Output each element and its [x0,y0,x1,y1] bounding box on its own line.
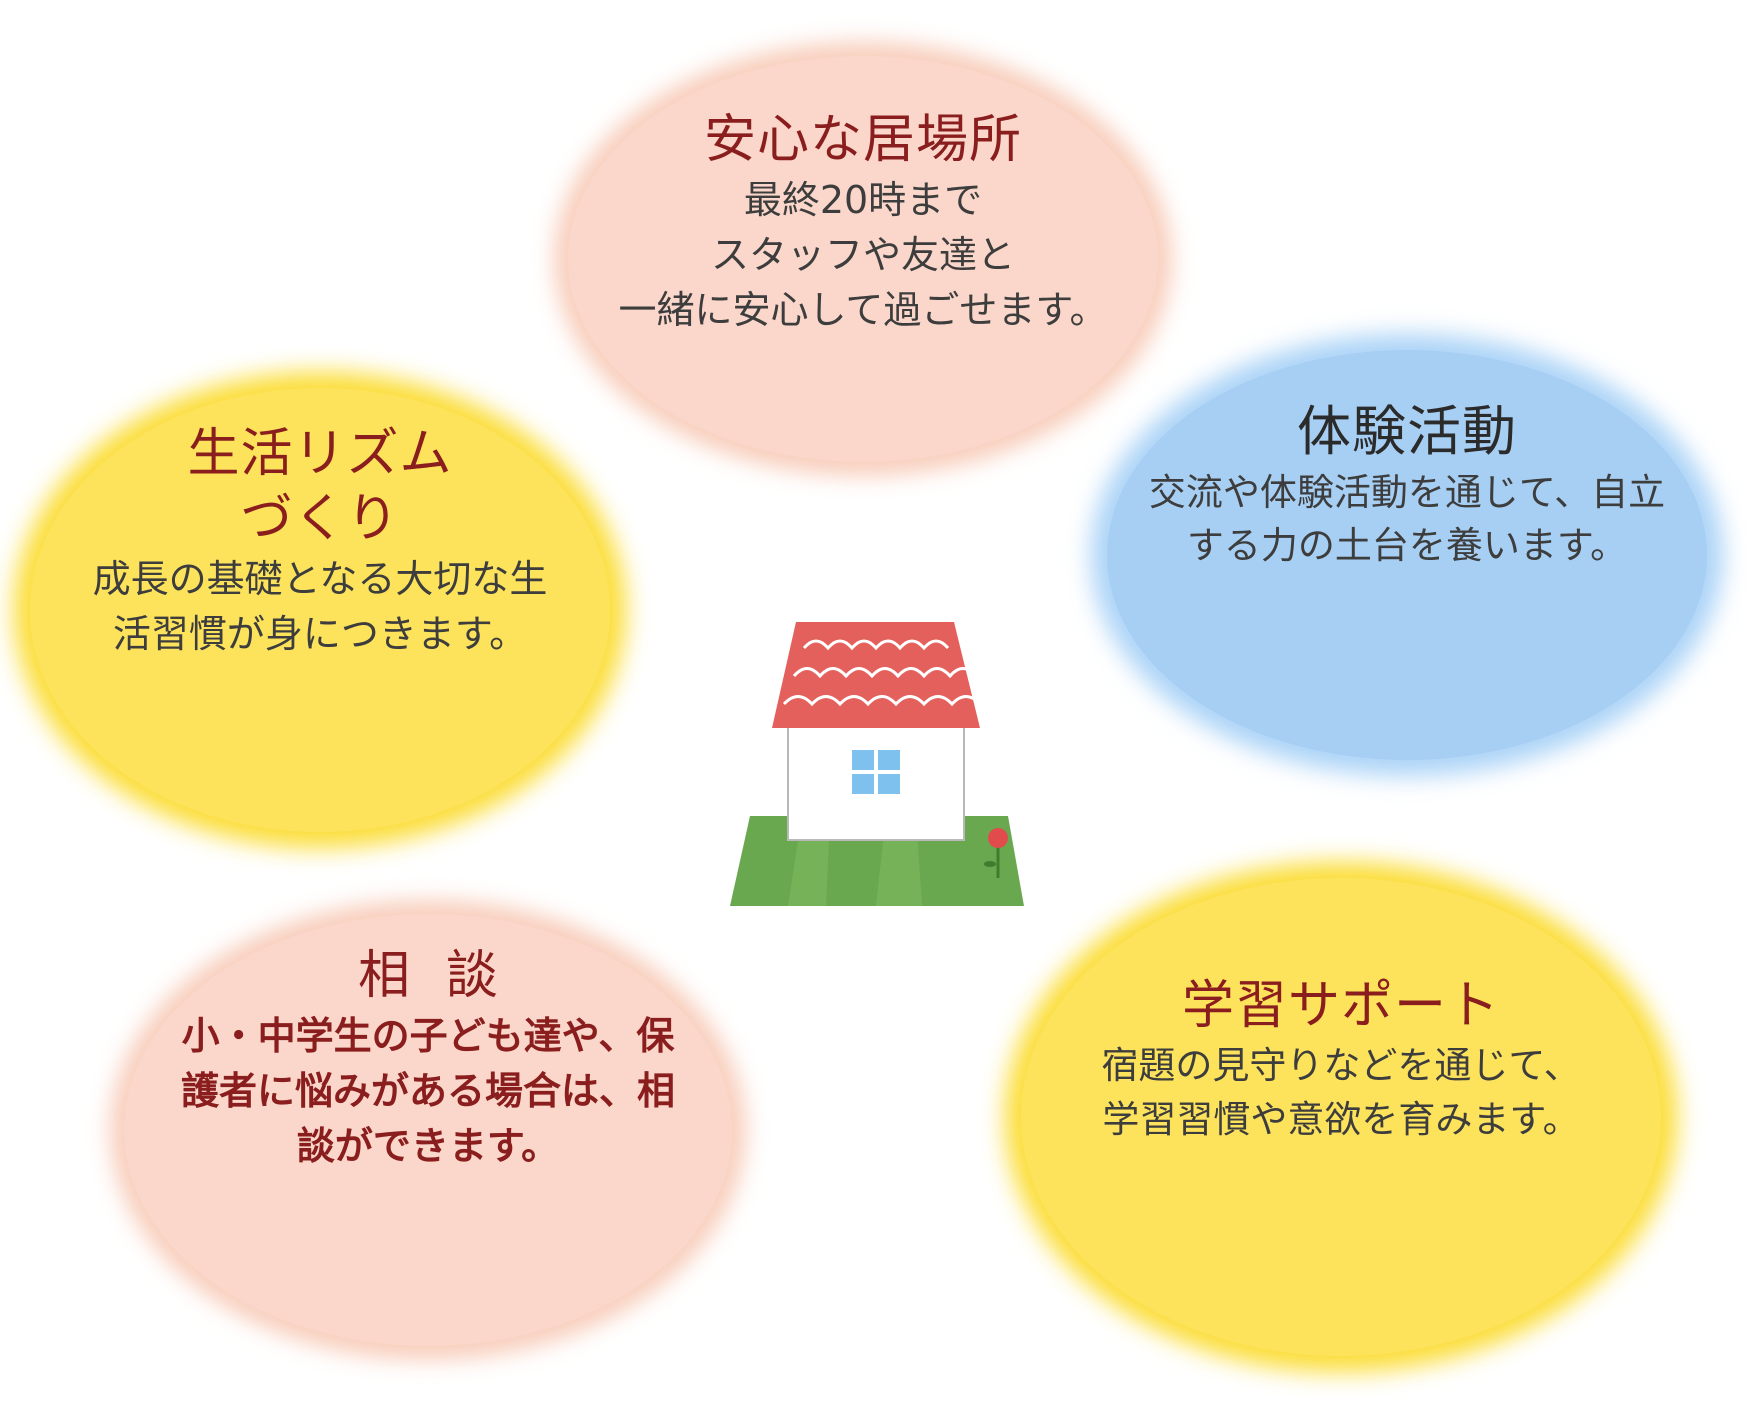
safe-place-description: 最終20時まで スタッフや友達と 一緒に安心して過ごせます。 [618,178,1108,333]
bubble-consultation: 相談 小・中学生の子ども達や、保 護者に悩みがある場合は、相 談ができます。 [124,914,732,1346]
consultation-title: 相談 [357,946,534,1006]
flower-icon [984,828,1008,878]
study-support-description: 宿題の見守りなどを通じて、 学習習慣や意欲を育みます。 [1101,1044,1581,1141]
safe-place-title: 安心な居場所 [703,110,1022,170]
window-icon [852,750,900,794]
hands-on-activities-title: 体験活動 [1297,400,1517,463]
study-support-title: 学習サポート [1181,976,1500,1036]
bubble-study-support: 学習サポート 宿題の見守りなどを通じて、 学習習慣や意欲を育みます。 [1021,878,1661,1356]
life-rhythm-title: 生活リズム づくり [187,424,453,549]
hands-on-activities-description: 交流や体験活動を通じて、自立 する力の土台を養います。 [1148,470,1666,568]
bubble-safe-place: 安心な居場所 最終20時まで スタッフや友達と 一緒に安心して過ごせます。 [568,56,1158,462]
consultation-description: 小・中学生の子ども達や、保 護者に悩みがある場合は、相 談ができます。 [180,1014,675,1169]
bubble-life-rhythm: 生活リズム づくり 成長の基礎となる大切な生 活習慣が身につきます。 [30,388,610,832]
house-icon [730,622,1024,906]
life-rhythm-description: 成長の基礎となる大切な生 活習慣が身につきます。 [92,557,548,657]
bubble-hands-on-activities: 体験活動 交流や体験活動を通じて、自立 する力の土台を養います。 [1107,350,1707,760]
